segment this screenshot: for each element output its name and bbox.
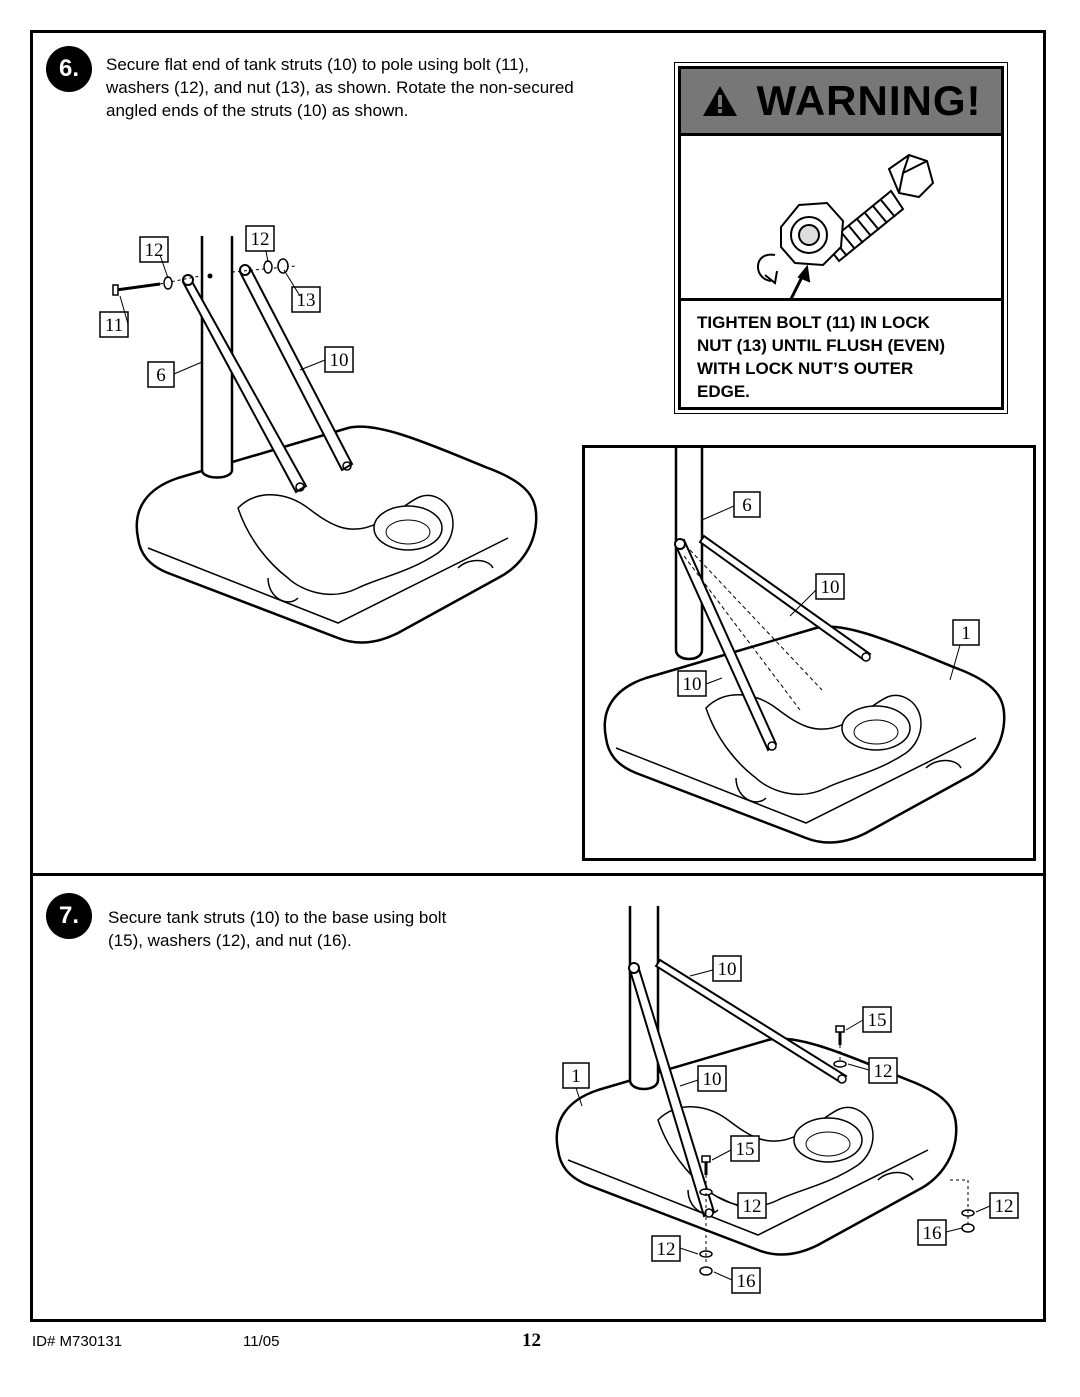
- callout-label: 6: [742, 495, 752, 516]
- step-divider: [30, 873, 1046, 876]
- callout-label: 10: [821, 577, 840, 598]
- document-date: 11/05: [243, 1333, 280, 1350]
- callout-label: 12: [657, 1239, 676, 1260]
- callout-label: 10: [718, 959, 737, 980]
- detail-callouts: 6 10 1 10: [677, 491, 980, 697]
- callout-label: 1: [571, 1066, 581, 1087]
- warning-box: WARNING! TI: [674, 62, 1008, 414]
- callout-label: 10: [683, 674, 702, 695]
- detail-illustration: [603, 448, 1006, 844]
- bolt-and-lock-nut-illustration: [757, 153, 935, 299]
- step-6-instructions: Secure flat end of tank struts (10) to p…: [106, 53, 574, 122]
- step-6-badge: 6.: [46, 46, 92, 92]
- step-7-callouts: 10 15 1 10 12 15 12 12 12 16 16: [562, 955, 1019, 1294]
- callout-label: 12: [145, 240, 164, 261]
- warning-line: WITH LOCK NUT’S OUTER: [697, 359, 914, 378]
- callout-label: 1: [961, 623, 971, 644]
- step-6-line: angled ends of the struts (10) as shown.: [106, 101, 409, 120]
- warning-text: TIGHTEN BOLT (11) IN LOCK NUT (13) UNTIL…: [697, 311, 991, 403]
- callout-label: 15: [736, 1139, 755, 1160]
- warning-line: TIGHTEN BOLT (11) IN LOCK: [697, 313, 930, 332]
- step-6-callouts: 12 12 13 11 10 6: [99, 225, 354, 388]
- step-6-line: Secure flat end of tank struts (10) to p…: [106, 55, 530, 74]
- document-id: ID# M730131: [32, 1333, 123, 1350]
- callout-label: 16: [737, 1271, 756, 1292]
- step-7-illustration: [555, 906, 975, 1276]
- warning-header: WARNING!: [681, 69, 1001, 136]
- callout-label: 16: [923, 1223, 942, 1244]
- callout-label: 10: [703, 1069, 722, 1090]
- step-7-line: (15), washers (12), and nut (16).: [108, 931, 352, 950]
- callout-label: 10: [330, 350, 349, 371]
- warning-triangle-icon: [702, 86, 737, 116]
- warning-title: WARNING!: [756, 77, 982, 124]
- page-frame: [30, 30, 1046, 1322]
- warning-divider: [681, 298, 1001, 301]
- step-7-instructions: Secure tank struts (10) to the base usin…: [108, 906, 446, 952]
- step-7-line: Secure tank struts (10) to the base usin…: [108, 908, 447, 927]
- page-number: 12: [522, 1330, 541, 1351]
- step-6-illustration: [112, 236, 538, 644]
- callout-label: 6: [156, 365, 166, 386]
- step-7-badge: 7.: [46, 893, 92, 939]
- detail-view-box: [582, 445, 1036, 861]
- callout-label: 13: [297, 290, 316, 311]
- callout-label: 11: [105, 315, 123, 336]
- warning-line: EDGE.: [697, 382, 750, 401]
- callout-label: 12: [995, 1196, 1014, 1217]
- callout-label: 12: [743, 1196, 762, 1217]
- step-6-line: washers (12), and nut (13), as shown. Ro…: [106, 78, 574, 97]
- callout-label: 12: [874, 1061, 893, 1082]
- callout-label: 15: [868, 1010, 887, 1031]
- callout-label: 12: [251, 229, 270, 250]
- warning-line: NUT (13) UNTIL FLUSH (EVEN): [697, 336, 946, 355]
